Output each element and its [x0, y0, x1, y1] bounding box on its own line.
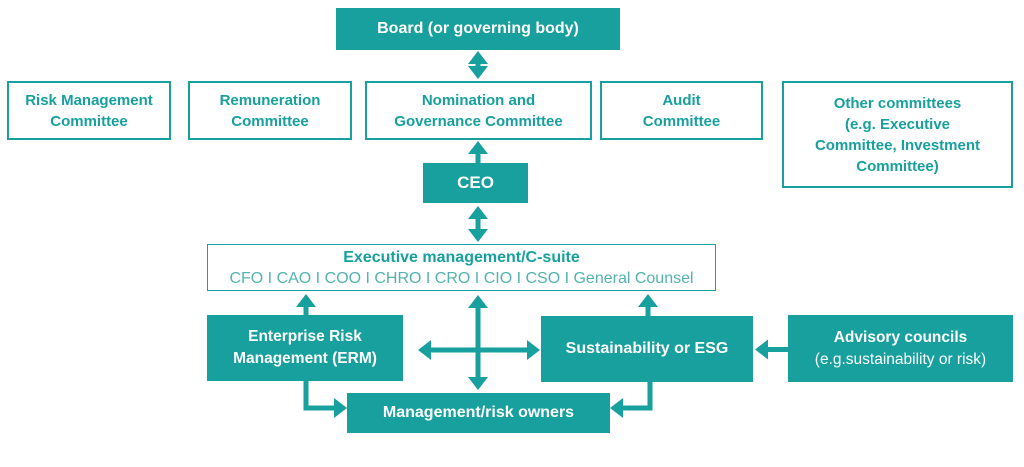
- node-ceo: CEO: [423, 163, 528, 203]
- node-remuneration-committee: Remuneration Committee: [188, 81, 352, 140]
- connector-ceo-executive: [468, 206, 488, 242]
- node-sustainability-esg-label: Sustainability or ESG: [565, 340, 729, 357]
- node-nomination-governance-committee: Nomination and Governance Committee: [365, 81, 592, 140]
- connector-erm-sustainability: [418, 340, 540, 360]
- node-other-committees: Other committees (e.g. Executive Committ…: [782, 81, 1013, 188]
- node-risk-management-committee-label: Risk Management Committee: [25, 91, 153, 130]
- connector-executive-management: [468, 295, 488, 390]
- node-nomination-governance-committee-label: Nomination and Governance Committee: [394, 91, 563, 130]
- node-board-label: Board (or governing body): [377, 20, 579, 37]
- node-audit-committee-label: Audit Committee: [642, 91, 721, 130]
- node-audit-committee: Audit Committee: [600, 81, 763, 140]
- arrow-erm-executive: [296, 294, 316, 317]
- node-other-committees-label: Other committees (e.g. Executive Committ…: [814, 94, 981, 175]
- node-management-risk-owners-label: Management/risk owners: [382, 404, 575, 421]
- node-remuneration-committee-label: Remuneration Committee: [219, 91, 321, 130]
- arrow-sustainability-executive: [638, 294, 658, 318]
- node-ceo-label: CEO: [457, 173, 494, 192]
- node-advisory-councils-subtitle: (e.g.sustainability or risk): [814, 350, 987, 368]
- arrow-ceo-nomination: [468, 141, 488, 164]
- node-board: Board (or governing body): [336, 8, 620, 50]
- arrow-erm-management: [303, 381, 347, 418]
- node-erm: Enterprise Risk Management (ERM): [207, 315, 403, 381]
- connector-board-nomination: [468, 51, 488, 79]
- node-management-risk-owners: Management/risk owners: [347, 393, 610, 433]
- arrow-advisory-sustainability: [755, 339, 788, 360]
- node-sustainability-esg: Sustainability or ESG: [541, 316, 753, 382]
- node-executive-management-title: Executive management/C-suite: [343, 248, 580, 266]
- node-advisory-councils: Advisory councils (e.g.sustainability or…: [788, 315, 1013, 382]
- arrow-sustainability-management: [610, 382, 653, 418]
- node-erm-label: Enterprise Risk Management (ERM): [233, 328, 377, 367]
- node-executive-management-subtitle: CFO I CAO I COO I CHRO I CRO I CIO I CSO…: [229, 269, 694, 287]
- node-risk-management-committee: Risk Management Committee: [7, 81, 171, 140]
- node-advisory-councils-title: Advisory councils: [833, 328, 968, 346]
- node-executive-management: Executive management/C-suite CFO I CAO I…: [207, 244, 716, 291]
